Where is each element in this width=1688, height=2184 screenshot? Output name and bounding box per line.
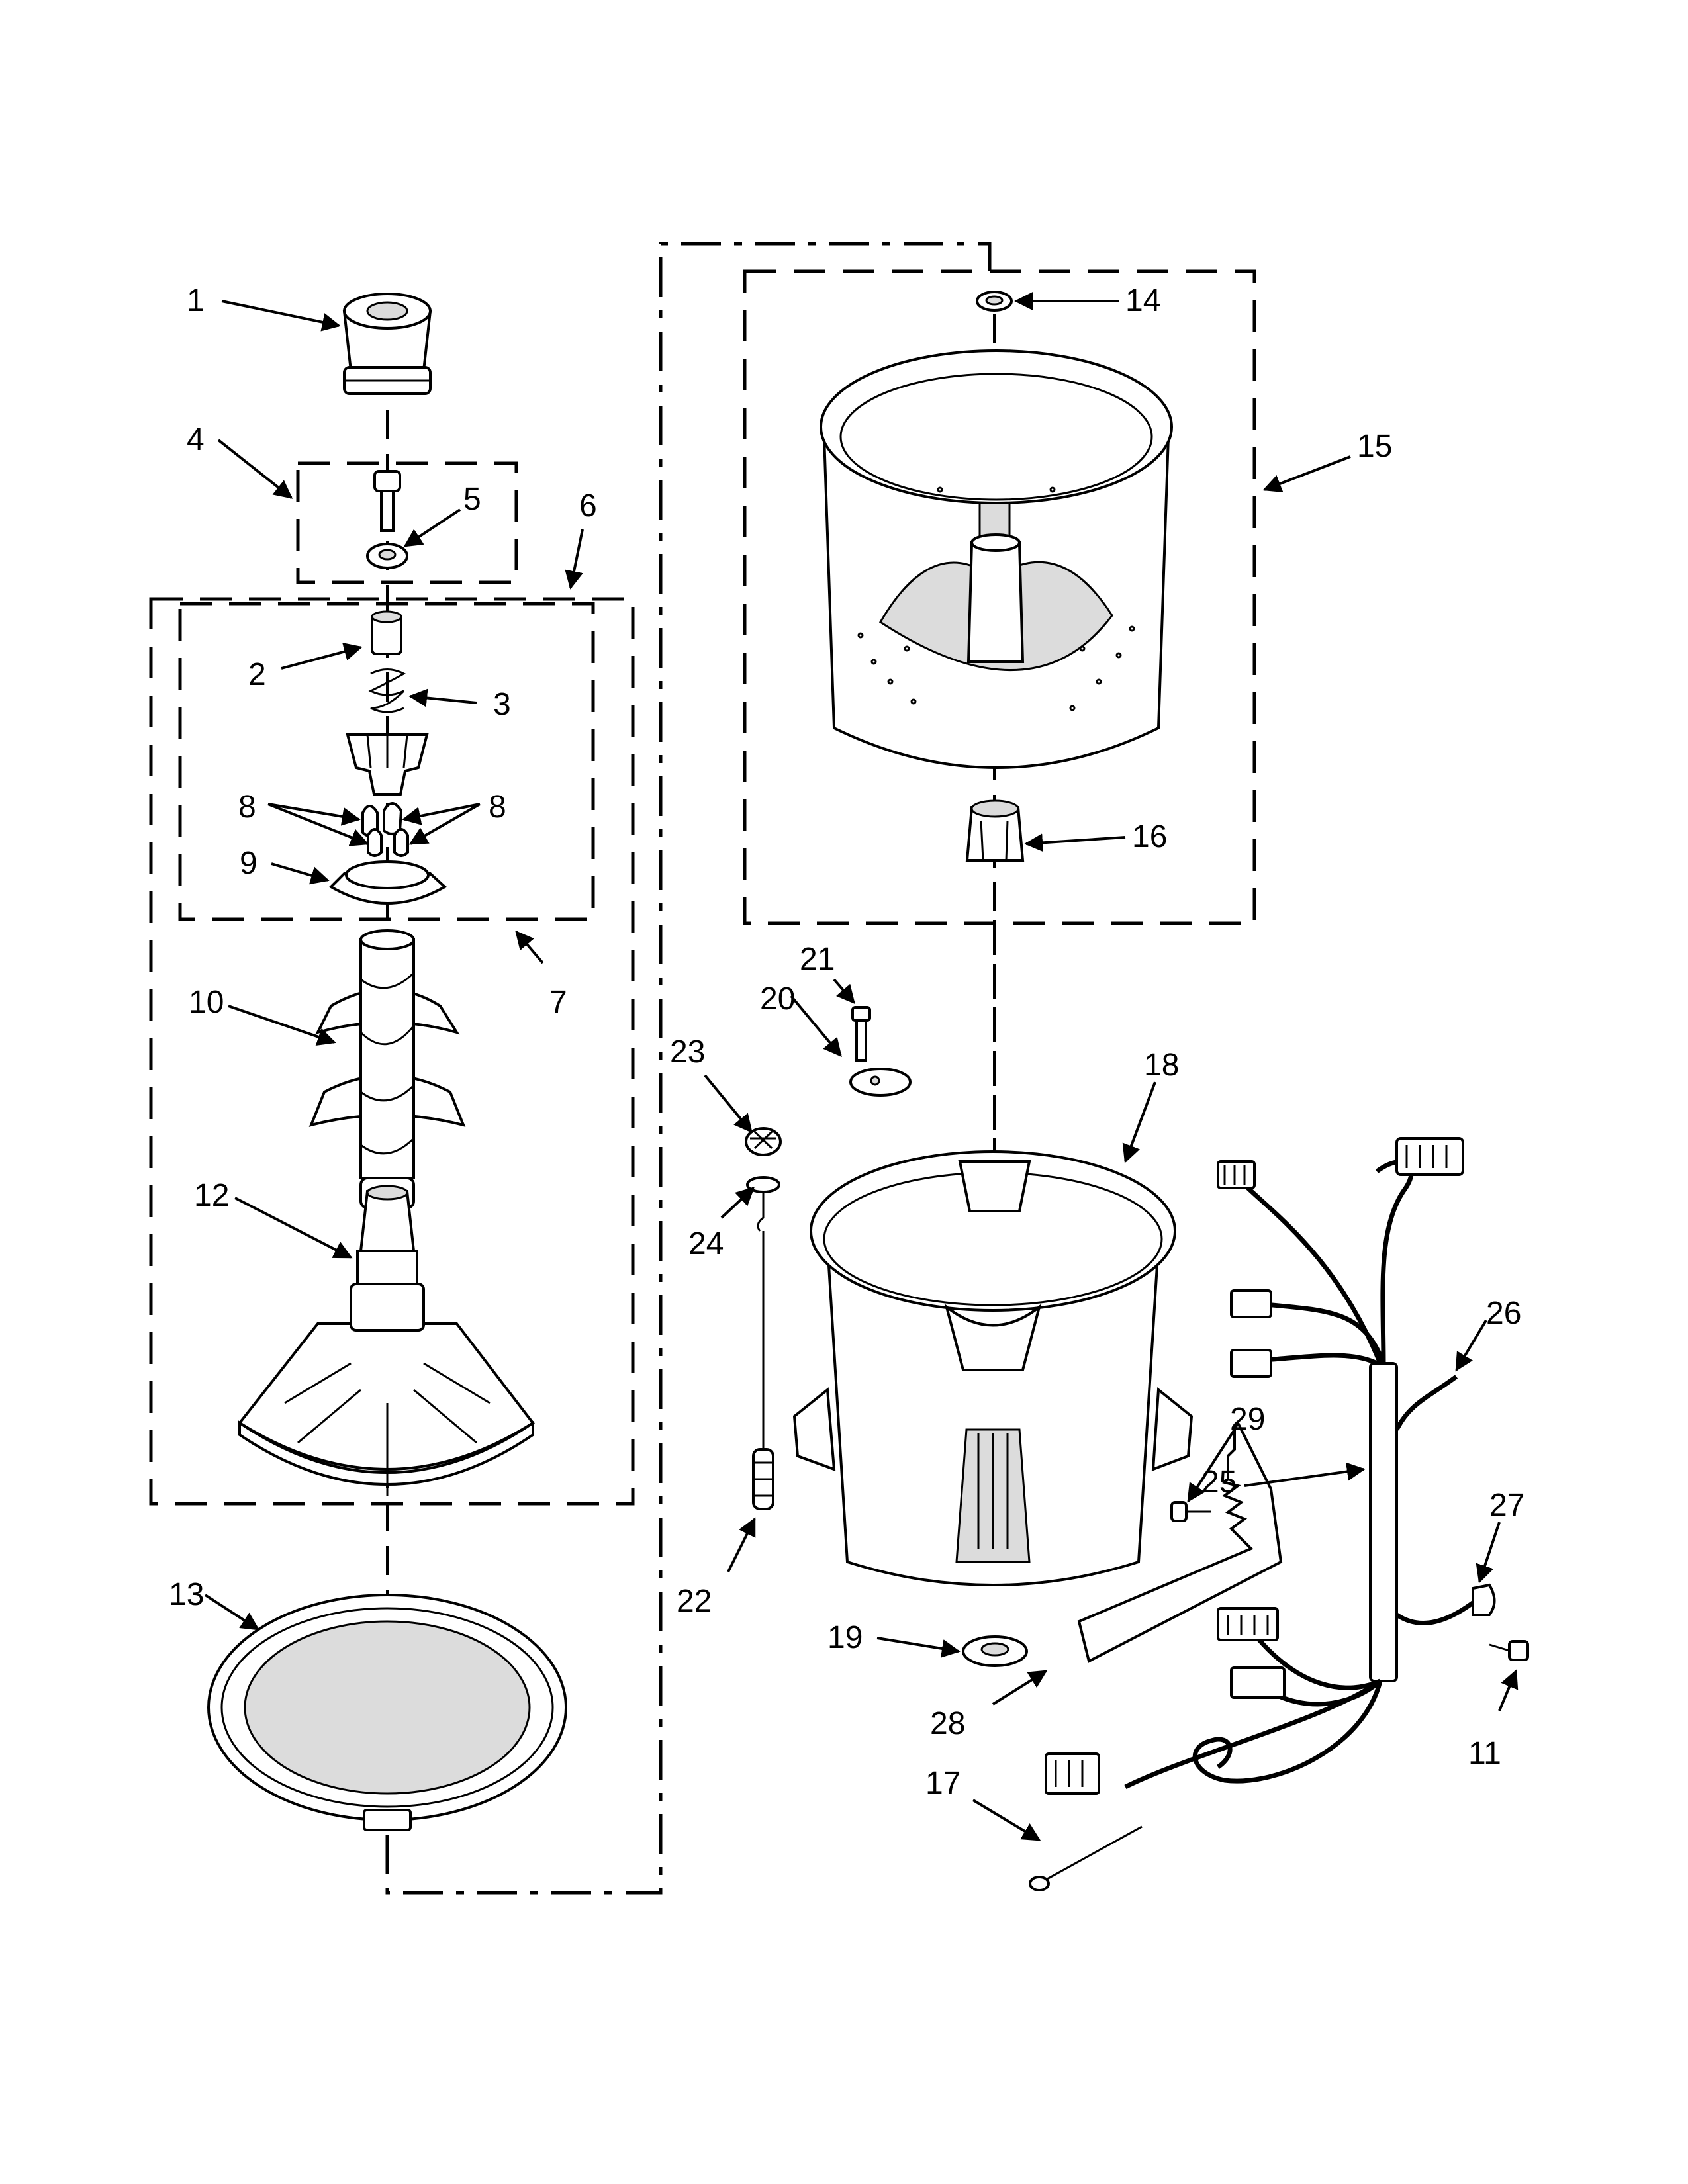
callout-2: 2 xyxy=(248,657,266,692)
connector-low-2 xyxy=(1230,1666,1286,1699)
callout-22: 22 xyxy=(677,1584,712,1619)
callout-20: 20 xyxy=(760,981,795,1017)
callout-6: 6 xyxy=(579,488,597,523)
part-21-screw xyxy=(851,1006,871,1062)
callout-7: 7 xyxy=(549,985,567,1020)
part-4-bolt xyxy=(373,470,401,532)
callout-5: 5 xyxy=(463,482,481,517)
callout-25: 25 xyxy=(1201,1465,1237,1500)
part-14-seal xyxy=(976,291,1013,312)
connector-mid-1 xyxy=(1230,1289,1272,1318)
callout-29: 29 xyxy=(1230,1402,1265,1437)
callout-16: 16 xyxy=(1132,819,1167,854)
callout-15: 15 xyxy=(1357,429,1392,464)
assembly-link-line xyxy=(385,242,992,1895)
part-22-suspension-rod xyxy=(752,1231,774,1510)
group-box-15 xyxy=(743,269,1256,925)
part-cog xyxy=(346,733,429,796)
part-19-bearing xyxy=(962,1635,1028,1667)
part-28-plate xyxy=(1077,1420,1283,1663)
part-17-probe xyxy=(1029,1825,1143,1891)
part-18-outer-tub xyxy=(792,1150,1194,1586)
part-1-agitator-cap xyxy=(342,293,432,395)
callout-19: 19 xyxy=(827,1620,863,1655)
callout-24: 24 xyxy=(688,1226,724,1261)
part-24-hook xyxy=(746,1176,780,1232)
leader-lines xyxy=(204,292,1519,1841)
callout-3: 3 xyxy=(493,687,511,722)
callout-1: 1 xyxy=(187,283,205,318)
part-9-retainer xyxy=(328,860,447,905)
part-29-screw xyxy=(1170,1501,1211,1522)
callout-8-left: 8 xyxy=(238,790,256,825)
part-16-hub xyxy=(965,799,1025,862)
part-3-spring xyxy=(368,668,406,713)
part-2-cam xyxy=(371,610,402,655)
callout-27: 27 xyxy=(1489,1488,1524,1523)
callout-13: 13 xyxy=(169,1577,204,1612)
callout-18: 18 xyxy=(1144,1048,1179,1083)
connector-top-right xyxy=(1395,1137,1464,1176)
part-5-washer xyxy=(366,543,408,569)
part-8-dogs xyxy=(361,802,409,857)
part-15-basket xyxy=(820,349,1173,769)
part-10-auger xyxy=(308,929,466,1209)
callout-14: 14 xyxy=(1125,283,1160,318)
connector-mid-2 xyxy=(1230,1349,1272,1378)
callout-17: 17 xyxy=(925,1766,961,1801)
connector-bottom xyxy=(1045,1752,1100,1795)
group-box-6 xyxy=(149,597,635,1506)
part-11-screw xyxy=(1489,1640,1529,1661)
part-20-bracket xyxy=(849,1068,912,1097)
part-27-clip xyxy=(1472,1583,1496,1616)
part-12-agitator-base xyxy=(238,1185,535,1496)
part-25-wire-harness xyxy=(1124,1160,1485,1790)
callout-9: 9 xyxy=(240,846,258,881)
callout-28: 28 xyxy=(930,1706,965,1741)
callout-12: 12 xyxy=(194,1178,229,1213)
callout-23: 23 xyxy=(670,1034,705,1069)
callout-21: 21 xyxy=(800,942,835,977)
callout-labels: 1 4 5 6 2 3 8 8 9 7 10 12 13 14 15 16 21… xyxy=(169,283,1524,1801)
part-26-hose xyxy=(1394,1375,1458,1431)
connector-low-1 xyxy=(1217,1607,1279,1641)
callout-26: 26 xyxy=(1486,1296,1521,1331)
group-box-4 xyxy=(296,461,518,584)
callout-8-right: 8 xyxy=(489,790,506,825)
callout-11: 11 xyxy=(1468,1736,1501,1771)
part-23-cap xyxy=(745,1127,782,1156)
callout-10: 10 xyxy=(189,985,224,1020)
callout-4: 4 xyxy=(187,422,205,457)
part-13-tub-ring xyxy=(207,1594,567,1831)
connector-top-left xyxy=(1217,1160,1256,1189)
